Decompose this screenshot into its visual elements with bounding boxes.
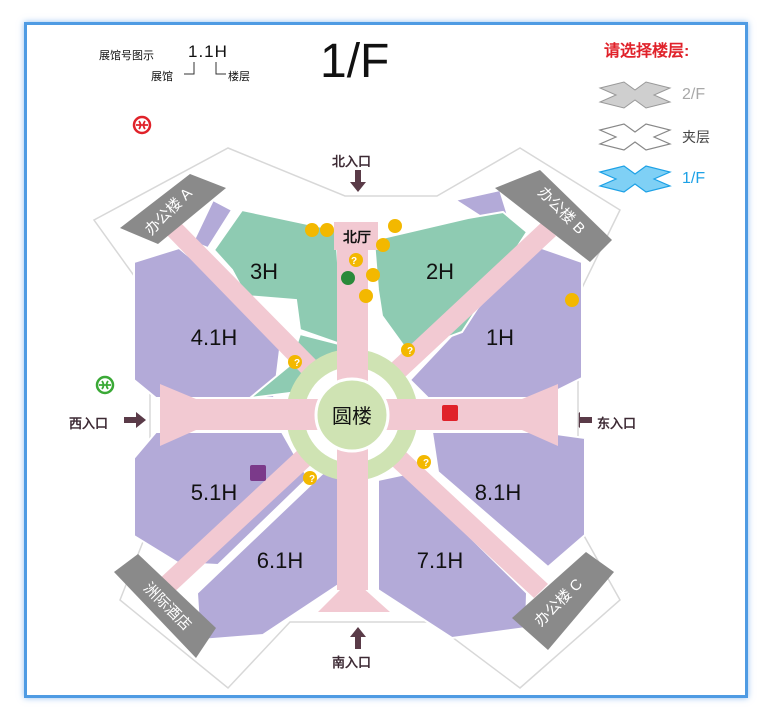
star-icon [305, 223, 319, 237]
svg-text:?: ? [294, 358, 300, 369]
wing-hotel [114, 554, 216, 658]
north-hall-label: 北厅 [343, 229, 371, 245]
center-label: 圆楼 [332, 405, 372, 428]
corridor-nw [164, 220, 318, 376]
corridor-sw [156, 448, 314, 596]
west-entrance-label: 西入口 [69, 416, 109, 431]
wing-office-c [512, 552, 614, 650]
corridor-se [392, 452, 548, 598]
corridor-ne [390, 222, 556, 378]
legend-label: 展馆号图示 [99, 50, 154, 62]
hall-5-1h-label: 5.1H [191, 480, 237, 505]
hall-4-1h [133, 246, 284, 399]
poi-icon [320, 223, 334, 237]
svg-text:?: ? [351, 256, 357, 267]
hall-2h-label: 2H [426, 259, 454, 284]
food-icon [565, 293, 579, 307]
poi-icons: ? ? ? ? ? [250, 219, 579, 485]
shop-icon [366, 268, 380, 282]
floor-2f-label: 2/F [682, 86, 706, 103]
east-entrance-label: 东入口 [597, 416, 637, 431]
info-icon [417, 455, 431, 469]
person-icon [376, 238, 390, 252]
metro-red-icon [132, 115, 152, 135]
legend-bracket [184, 62, 226, 75]
hall-7-1h-label: 7.1H [417, 548, 463, 573]
funnel-south [318, 578, 390, 612]
funnel-east [522, 384, 558, 446]
wing-office-b [495, 170, 612, 262]
atm-icon [341, 271, 355, 285]
north-entrance-label: 北入口 [332, 154, 372, 169]
info-icon [303, 471, 317, 485]
floor-option-2f[interactable]: 2/F [594, 74, 710, 116]
svg-text:?: ? [423, 458, 429, 469]
floor-1f-icon [598, 165, 672, 193]
floor-option-mezzanine[interactable]: 夹层 [594, 116, 710, 158]
south-arrow-icon [350, 627, 366, 649]
funnel-west [160, 384, 196, 446]
north-hall [334, 222, 378, 250]
current-floor-title: 1/F [320, 35, 390, 88]
bus-icon [442, 405, 458, 421]
hall-8-1h-label: 8.1H [475, 480, 521, 505]
info-icon [349, 253, 363, 267]
west-arrow-icon [124, 412, 146, 428]
info-icon [288, 355, 302, 369]
center-building [314, 377, 390, 453]
corridor-south [337, 462, 368, 590]
south-entrance-label: 南入口 [332, 655, 372, 670]
metro-green-icon [95, 375, 115, 395]
svg-text:?: ? [407, 346, 413, 357]
floor-selector-title: 请选择楼层: [604, 43, 690, 60]
corridor-west [196, 399, 310, 430]
info-icon [401, 343, 415, 357]
service-icon [388, 219, 402, 233]
floor-mezzanine-icon [598, 123, 672, 151]
floor-selector: 2/F 夹层 1/F [594, 74, 710, 200]
phone-icon [359, 289, 373, 303]
hall-3h [212, 208, 345, 347]
legend-hall-label: 展馆 [151, 71, 173, 83]
legend-code: 1.1H [188, 42, 228, 61]
hall-4-1h-label: 4.1H [191, 325, 237, 350]
floor-2f-icon [598, 81, 672, 109]
ticket-icon [250, 465, 266, 481]
hall-3h-label: 3H [250, 259, 278, 284]
legend-floor-label: 楼层 [228, 71, 250, 83]
hall-1h-label: 1H [486, 325, 514, 350]
hall-2h [372, 210, 529, 354]
floor-1f-label: 1/F [682, 170, 706, 187]
svg-text:?: ? [309, 474, 315, 485]
wing-office-a [120, 174, 226, 244]
floor-mezzanine-label: 夹层 [682, 129, 710, 145]
floor-option-1f[interactable]: 1/F [594, 158, 710, 200]
hall-6-1h-label: 6.1H [257, 548, 303, 573]
map-frame [24, 22, 748, 698]
north-arrow-icon [350, 170, 366, 192]
